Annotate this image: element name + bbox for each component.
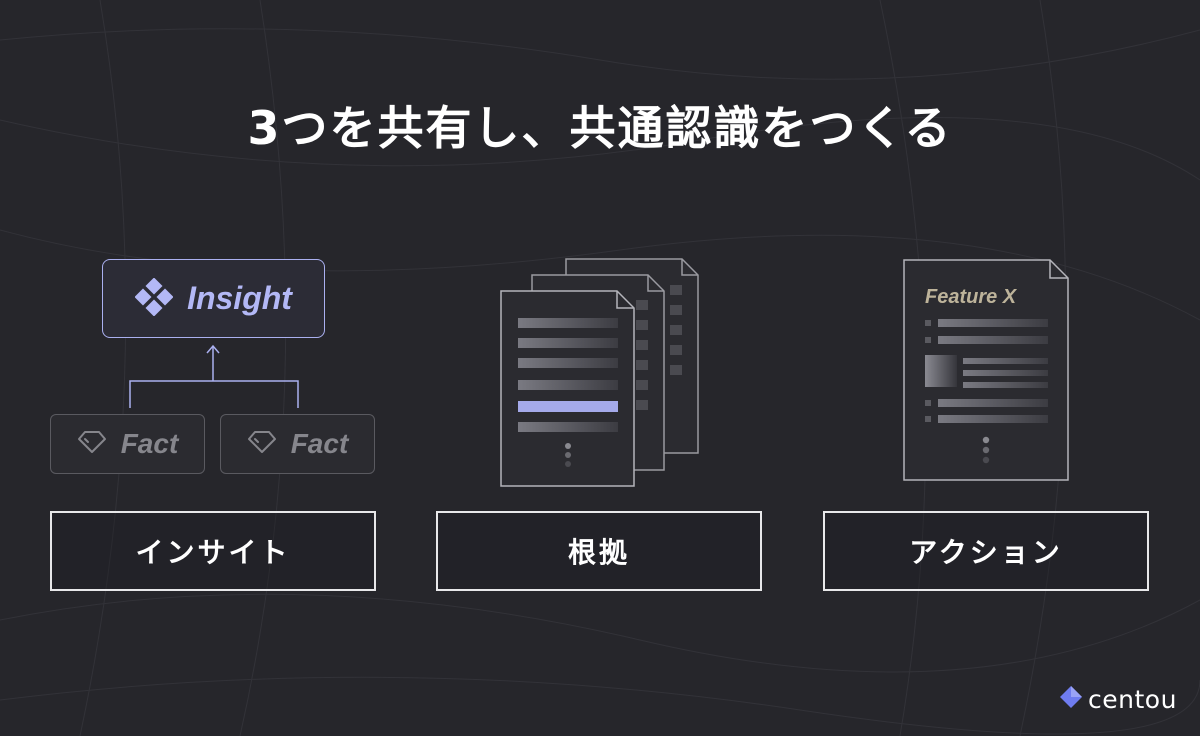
- label-action-text: アクション: [909, 536, 1063, 569]
- page-title: 3つを共有し、共通認識をつくる: [247, 101, 953, 155]
- feature-document-icon: [903, 259, 1069, 481]
- centou-logo-icon: [1058, 684, 1084, 714]
- label-insight: インサイト: [50, 511, 376, 591]
- brand-name: centou: [1088, 684, 1177, 714]
- fact-card-2: Fact: [220, 414, 375, 474]
- insight-card: Insight: [102, 259, 325, 338]
- fact-card-1: Fact: [50, 414, 205, 474]
- diamond-cluster-icon: [134, 277, 174, 320]
- gem-icon: [247, 430, 277, 458]
- label-evidence: 根拠: [436, 511, 762, 591]
- insight-label: Insight: [187, 280, 292, 316]
- fact-label: Fact: [120, 428, 179, 459]
- document-icon: [500, 290, 635, 487]
- label-evidence-text: 根拠: [567, 536, 630, 569]
- gem-icon: [77, 430, 107, 458]
- brand-logo: centou: [1058, 684, 1177, 714]
- feature-heading: Feature X: [925, 286, 1018, 308]
- label-insight-text: インサイト: [135, 536, 291, 569]
- fact-label: Fact: [290, 428, 349, 459]
- label-action: アクション: [823, 511, 1149, 591]
